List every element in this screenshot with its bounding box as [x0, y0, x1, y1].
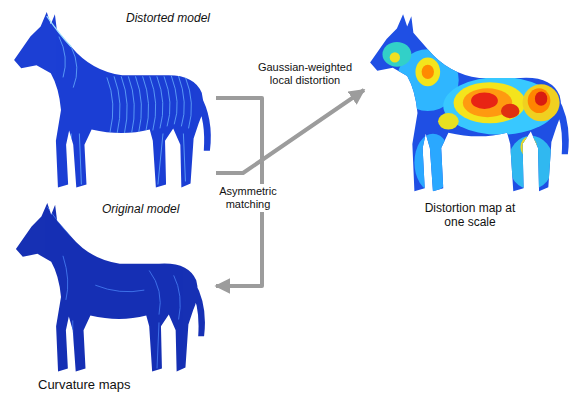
group-label: Curvature maps	[38, 377, 130, 392]
figure-caption: Distortion map at one scale	[416, 201, 524, 229]
model-figure: Distorted model	[10, 5, 216, 193]
model-figure: Distortion map at one scale	[364, 5, 576, 237]
model-figure: Original model	[10, 196, 216, 372]
original-horse	[16, 203, 205, 372]
figure-caption: Original model	[102, 202, 179, 216]
distorted-horse	[14, 12, 211, 187]
figure-caption: Distorted model	[126, 11, 210, 25]
flow-arrow	[216, 90, 364, 173]
distortion-map-horse	[370, 14, 569, 191]
edge-label: Gaussian-weighted local distortion	[250, 60, 360, 88]
edge-label: Asymmetric matching	[213, 184, 283, 212]
